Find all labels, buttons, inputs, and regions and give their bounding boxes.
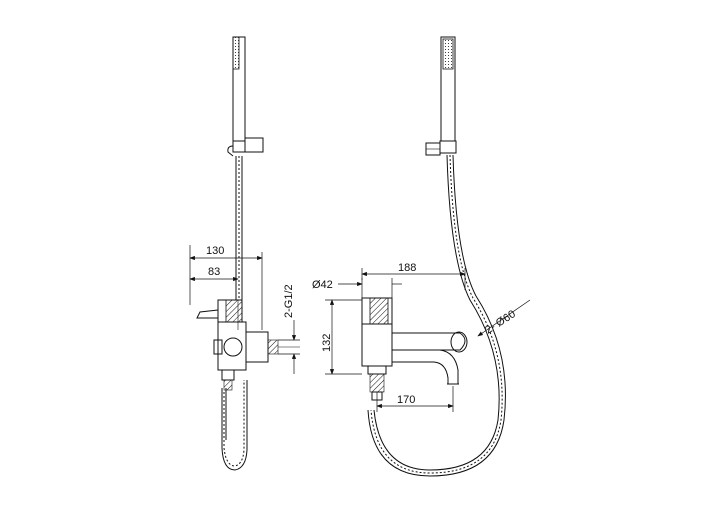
dim-83: 83 xyxy=(189,266,239,282)
hose-front xyxy=(367,154,506,477)
dim-132-label: 132 xyxy=(321,334,333,352)
dim-170: 170 xyxy=(376,386,454,412)
dim-thread: 2-G1/2 xyxy=(278,284,300,374)
dim-thread-label: 2-G1/2 xyxy=(283,284,295,318)
mixer-front xyxy=(361,297,468,401)
dim-188: 188 xyxy=(361,262,466,290)
cartridge-side xyxy=(196,299,300,391)
hand-shower-side xyxy=(232,36,246,142)
hose-side xyxy=(221,156,248,471)
front-view: Ø42 188 132 170 2- Ø60 xyxy=(312,36,531,477)
dim-83-label: 83 xyxy=(208,266,220,278)
side-view: 130 83 2-G1/2 xyxy=(189,36,300,471)
holder-bracket-front xyxy=(425,140,457,156)
dim-diameter-60-label: 2- Ø60 xyxy=(483,308,518,336)
dim-188-label: 188 xyxy=(398,262,416,274)
dim-130-label: 130 xyxy=(206,245,224,257)
dim-132: 132 xyxy=(321,299,362,375)
dim-170-label: 170 xyxy=(397,394,415,406)
dim-diameter-42: Ø42 xyxy=(312,278,402,298)
dim-diameter-60: 2- Ø60 xyxy=(477,299,531,337)
dim-diameter-42-label: Ø42 xyxy=(312,279,333,291)
hand-shower-front xyxy=(440,36,456,142)
holder-bracket-side xyxy=(227,137,264,157)
dim-130: 130 xyxy=(189,245,263,330)
